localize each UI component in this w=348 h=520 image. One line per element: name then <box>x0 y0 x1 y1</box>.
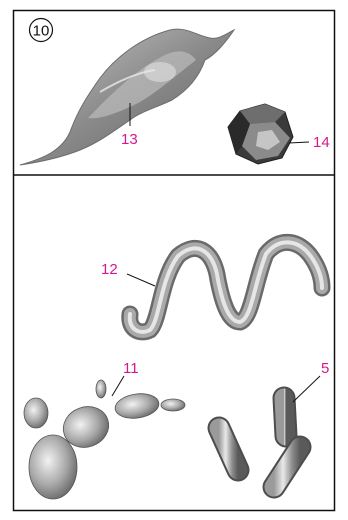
leader-14 <box>289 142 309 143</box>
leader-11 <box>112 376 124 396</box>
leader-5 <box>293 376 320 402</box>
label-12: 12 <box>101 261 118 278</box>
leader-12 <box>127 274 155 286</box>
oval-cells <box>24 380 185 499</box>
label-14: 14 <box>313 134 330 151</box>
rod-cells <box>219 398 300 487</box>
label-13: 13 <box>121 131 138 148</box>
label-11: 11 <box>123 360 139 377</box>
figure-number: 10 <box>33 23 50 40</box>
spiral-cell <box>130 242 322 332</box>
polyhedron-crystal <box>228 104 293 164</box>
label-5: 5 <box>321 360 329 377</box>
